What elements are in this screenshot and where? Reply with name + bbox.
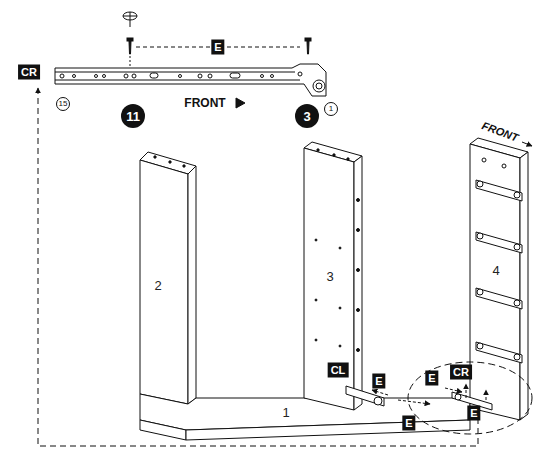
side-panel bbox=[470, 138, 528, 420]
front-arrow bbox=[236, 98, 245, 108]
direction-label: FRONT bbox=[184, 97, 225, 109]
hole-number: 15 bbox=[56, 97, 70, 111]
leader-line bbox=[38, 88, 478, 446]
detail-ellipse bbox=[408, 362, 532, 434]
side-panel bbox=[140, 152, 196, 404]
drawer-rail bbox=[55, 64, 326, 96]
panel-number: 3 bbox=[326, 270, 333, 283]
part-code: E bbox=[402, 416, 415, 431]
panel-number: 1 bbox=[282, 406, 289, 419]
part-code: CR bbox=[450, 365, 472, 380]
part-code: E bbox=[211, 40, 224, 55]
bottom-panel bbox=[140, 394, 470, 440]
panel-number: 2 bbox=[154, 279, 161, 292]
screw bbox=[127, 38, 311, 54]
part-code: CR bbox=[18, 65, 40, 80]
callout-number: 11 bbox=[121, 104, 145, 128]
callout-number: 3 bbox=[295, 104, 319, 128]
panel-number: 4 bbox=[492, 264, 499, 277]
drawer-rail bbox=[476, 180, 522, 363]
front-arrow bbox=[522, 142, 532, 146]
part-code: E bbox=[372, 374, 385, 389]
part-code: E bbox=[425, 371, 438, 386]
part-code: CL bbox=[328, 363, 349, 378]
hole-number: 1 bbox=[324, 102, 338, 116]
screw-arrow bbox=[372, 384, 486, 404]
part-code: E bbox=[467, 406, 480, 421]
divider-panel bbox=[304, 142, 362, 410]
screwdriver-symbol bbox=[123, 12, 137, 27]
